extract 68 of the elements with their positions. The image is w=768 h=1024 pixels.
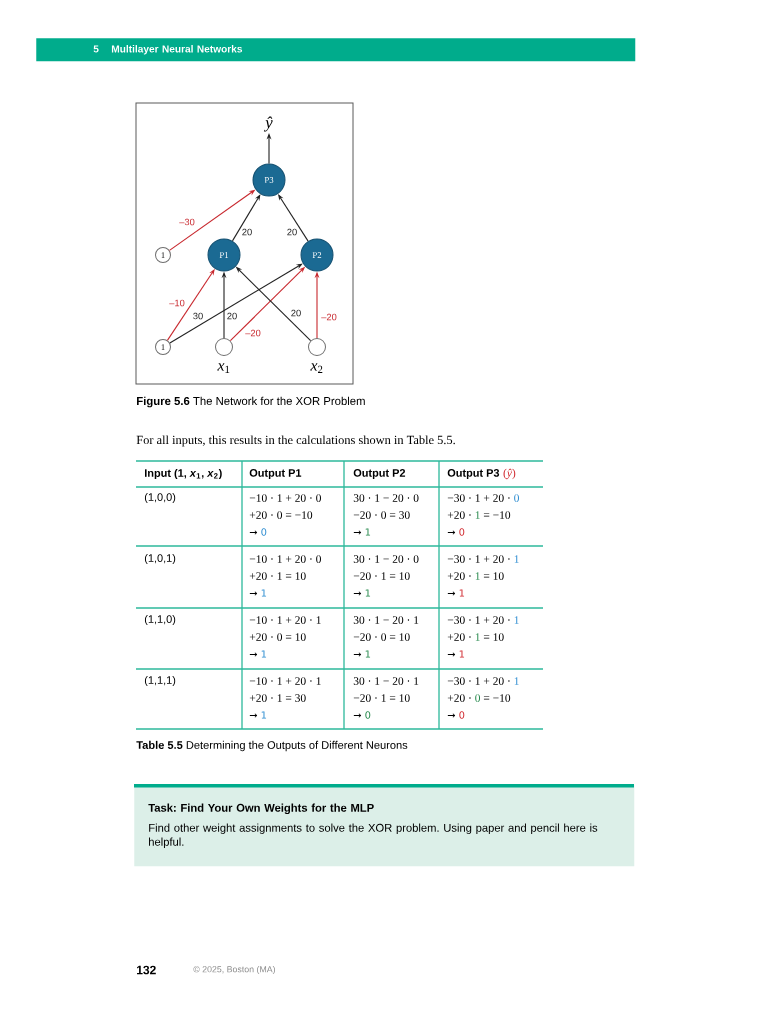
input-circle [215, 338, 233, 356]
input-value: (1,0,1) [144, 553, 176, 565]
header-band: 5 Multilayer Neural Networks [36, 38, 636, 62]
result-line: → 0 [447, 711, 465, 719]
edge-label: –30 [178, 217, 196, 227]
equation-line: −30 · 1 + 20 · 1 [447, 677, 519, 685]
equation-line: +20 · 1 = 10 [249, 572, 306, 580]
equation-line: −30 · 1 + 20 · 0 [447, 494, 519, 502]
result-line: → 1 [353, 589, 371, 597]
result-line: → 1 [249, 650, 267, 658]
input-label: x$_{2}$ [310, 363, 323, 373]
result-line: → 1 [353, 528, 371, 536]
page-number: 132 [137, 965, 156, 975]
result-line: → 1 [249, 589, 267, 597]
result-line: → 0 [353, 711, 371, 719]
equation-line: −10 · 1 + 20 · 1 [249, 616, 321, 624]
equation-line: −20 · 0 = 30 [353, 511, 410, 519]
equation-line: +20 · 1 = −10 [447, 511, 511, 519]
equation-line: −10 · 1 + 20 · 0 [249, 494, 321, 502]
copyright-notice: © 2025, Boston (MA) [193, 965, 275, 975]
result-line: → 0 [447, 528, 465, 536]
column-header: Output P2 [353, 469, 406, 479]
edge-label: –10 [168, 298, 186, 308]
equation-line: 30 · 1 − 20 · 1 [353, 677, 419, 685]
equation-line: −20 · 0 = 10 [353, 633, 410, 641]
equation-line: −20 · 1 = 10 [353, 572, 410, 580]
result-line: → 1 [353, 650, 371, 658]
task-box: Task: Find Your Own Weights for the MLP Find other weight assignments to solve the XOR problem. Using paper and pencil here is helpful. [134, 784, 635, 867]
figure-caption: Figure 5.6 The Network for the XOR Problem [137, 396, 365, 408]
table-caption: Table 5.5 Determining the Outputs of Different Neurons [136, 740, 408, 752]
result-line: → 0 [249, 528, 267, 536]
equation-line: +20 · 0 = 10 [249, 633, 306, 641]
input-circle [308, 338, 326, 356]
equation-line: −10 · 1 + 20 · 1 [249, 677, 321, 685]
result-line: → 1 [447, 650, 465, 658]
equation-line: −30 · 1 + 20 · 1 [447, 555, 519, 563]
output-symbol: ŷ [263, 116, 273, 132]
equation-line: 30 · 1 − 20 · 0 [353, 555, 419, 563]
edge-label: 30 [192, 311, 204, 321]
column-header: Output P1 [249, 469, 302, 479]
equation-line: −10 · 1 + 20 · 0 [249, 555, 321, 563]
body-text: For all inputs, this results in the calculations shown in Table 5.5. [136, 435, 455, 447]
equation-line: +20 · 1 = 10 [447, 633, 504, 641]
result-line: → 1 [447, 589, 465, 597]
edge-label: –20 [244, 328, 262, 338]
column-header: Output P3 [447, 469, 500, 479]
input-value: (1,1,1) [144, 675, 176, 687]
equation-line: −30 · 1 + 20 · 1 [447, 616, 519, 624]
column-header: Input (1, x$_{1}$, x$_{2}$) [145, 468, 222, 480]
edge-label: 20 [290, 308, 302, 318]
input-value: (1,0,0) [144, 492, 176, 504]
edge-label: 20 [241, 227, 253, 237]
equation-line: +20 · 1 = 10 [447, 572, 504, 580]
edge-label: –20 [320, 312, 338, 322]
edge-label: 20 [226, 311, 238, 321]
output-symbol: (ŷ) [503, 468, 516, 480]
edge-label: 20 [286, 227, 298, 237]
equation-line: 30 · 1 − 20 · 1 [353, 616, 419, 624]
equation-line: 30 · 1 − 20 · 0 [353, 494, 419, 502]
result-line: → 1 [249, 711, 267, 719]
arrow [231, 194, 261, 242]
input-label: x$_{1}$ [217, 363, 230, 373]
equation-line: +20 · 0 = −10 [447, 694, 511, 702]
equation-line: −20 · 1 = 10 [353, 694, 410, 702]
equation-line: +20 · 1 = 30 [249, 694, 306, 702]
input-value: (1,1,0) [144, 614, 176, 626]
arrow [169, 263, 303, 344]
equation-line: +20 · 0 = −10 [249, 511, 313, 519]
